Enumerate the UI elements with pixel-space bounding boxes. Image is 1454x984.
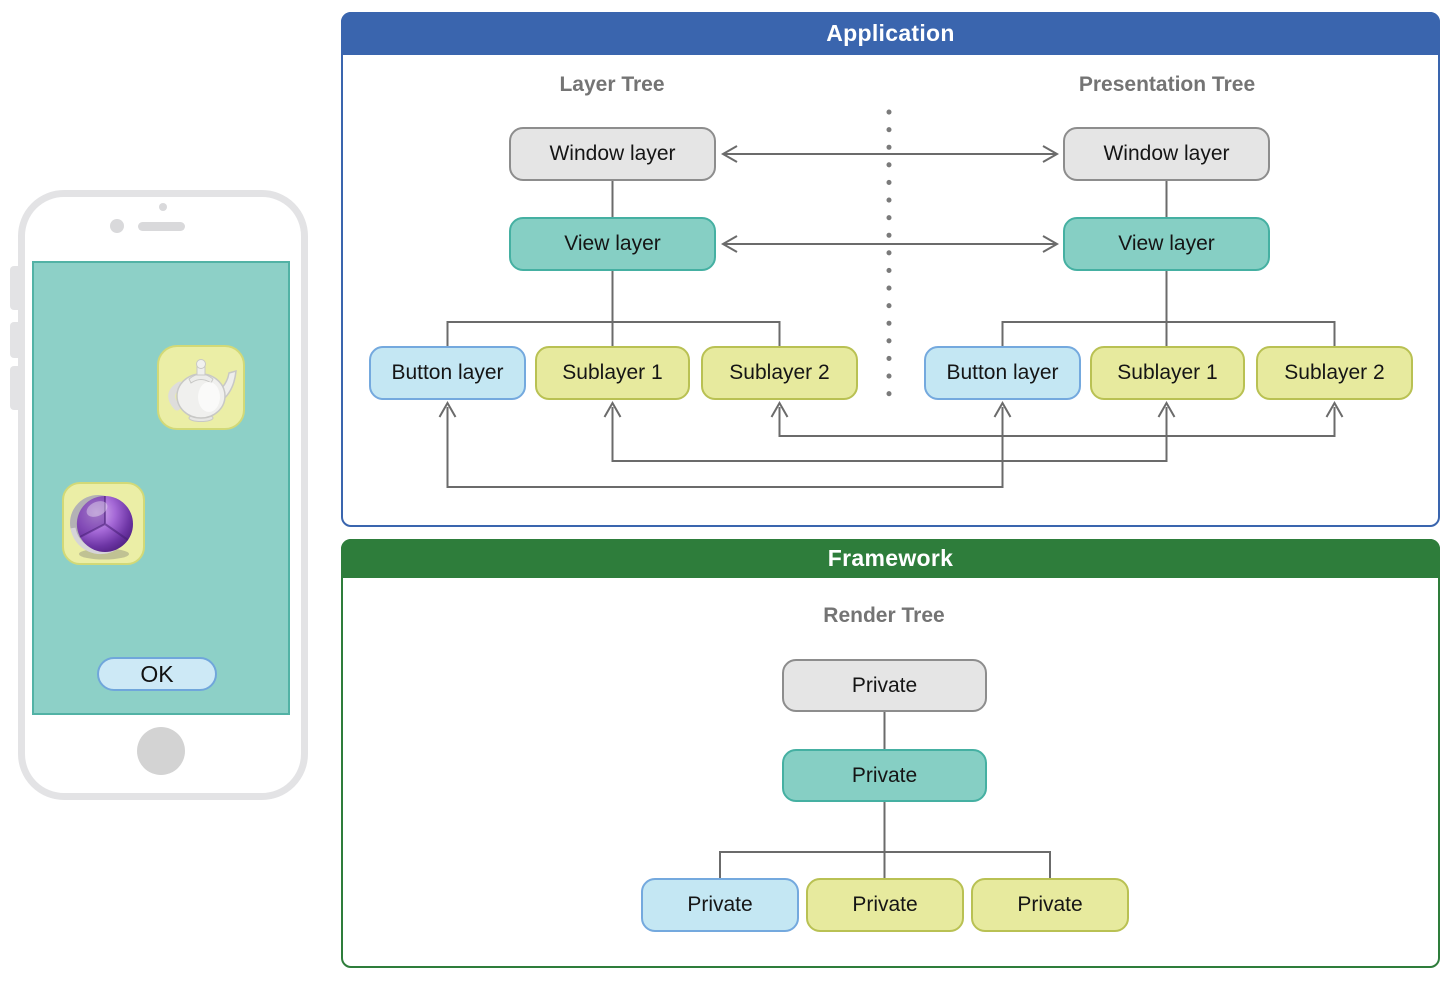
camera-icon bbox=[110, 219, 124, 233]
node-window-layer: Window layer bbox=[1063, 127, 1270, 181]
node-sublayer-2: Sublayer 2 bbox=[701, 346, 858, 400]
home-button-icon bbox=[137, 727, 185, 775]
node-private-child: Private bbox=[806, 878, 964, 932]
presentation-tree-title: Presentation Tree bbox=[1078, 73, 1256, 96]
node-view-layer: View layer bbox=[509, 217, 716, 271]
node-button-layer: Button layer bbox=[369, 346, 526, 400]
node-window-layer: Window layer bbox=[509, 127, 716, 181]
framework-panel-header: Framework bbox=[341, 539, 1440, 578]
node-button-layer: Button layer bbox=[924, 346, 1081, 400]
layer-tree-title: Layer Tree bbox=[559, 73, 665, 96]
purple-sphere-icon bbox=[70, 495, 133, 560]
node-private-root: Private bbox=[782, 659, 987, 712]
sensor-dot-icon bbox=[159, 203, 167, 211]
phone-side-button bbox=[10, 366, 19, 410]
render-tree-title: Render Tree bbox=[823, 604, 945, 627]
phone-side-button bbox=[10, 322, 19, 358]
node-private-child: Private bbox=[971, 878, 1129, 932]
node-sublayer-1: Sublayer 1 bbox=[1090, 346, 1245, 400]
node-sublayer-2: Sublayer 2 bbox=[1256, 346, 1413, 400]
node-sublayer-1: Sublayer 1 bbox=[535, 346, 690, 400]
application-panel-header: Application bbox=[341, 12, 1440, 55]
phone-side-button bbox=[10, 266, 19, 310]
speaker-icon bbox=[138, 222, 185, 231]
node-private-child: Private bbox=[641, 878, 799, 932]
application-panel: Application bbox=[341, 12, 1440, 527]
ok-button: OK bbox=[97, 657, 217, 691]
teapot-icon bbox=[168, 359, 237, 422]
node-private-view: Private bbox=[782, 749, 987, 802]
node-view-layer: View layer bbox=[1063, 217, 1270, 271]
